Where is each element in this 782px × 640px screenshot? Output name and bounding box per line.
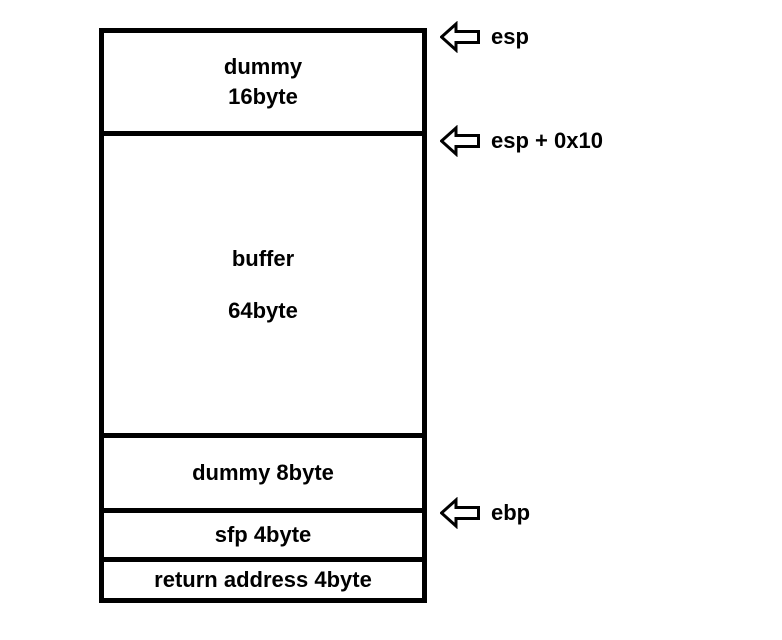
- pointer-label-ebp: ebp: [491, 500, 531, 525]
- stack-cell-return-address-4byte: return address 4byte: [104, 557, 422, 598]
- stack-cell-label-line: 16byte: [228, 84, 298, 109]
- stack-cell-dummy-8byte: dummy 8byte: [104, 433, 422, 508]
- stack-frame: dummy 16byte buffer 64byte dummy 8byte s…: [99, 28, 427, 603]
- pointer-label-esp: esp: [491, 24, 529, 49]
- stack-cell-label-line: buffer: [231, 245, 295, 271]
- stack-cell-sfp-4byte: sfp 4byte: [104, 508, 422, 557]
- pointer-label-esp-plus-0x10: esp + 0x10: [491, 128, 603, 153]
- stack-cell-label-line: dummy: [223, 54, 303, 79]
- stack-cell-buffer-64byte: buffer 64byte: [104, 131, 422, 433]
- pointer-annotation-esp-plus-0x10: esp + 0x10: [440, 124, 603, 158]
- left-arrow-icon: [440, 125, 480, 157]
- left-arrow-icon: [440, 21, 480, 53]
- stack-cell-label-line: sfp 4byte: [214, 522, 312, 547]
- pointer-annotation-esp: esp: [440, 20, 529, 54]
- left-arrow-icon: [440, 497, 480, 529]
- stack-cell-dummy-16byte: dummy 16byte: [104, 33, 422, 131]
- pointer-annotation-ebp: ebp: [440, 496, 530, 530]
- stack-cell-label-line: dummy 8byte: [192, 460, 334, 485]
- stack-cell-label-line: 64byte: [228, 297, 298, 323]
- stack-cell-label-line: return address 4byte: [154, 567, 372, 592]
